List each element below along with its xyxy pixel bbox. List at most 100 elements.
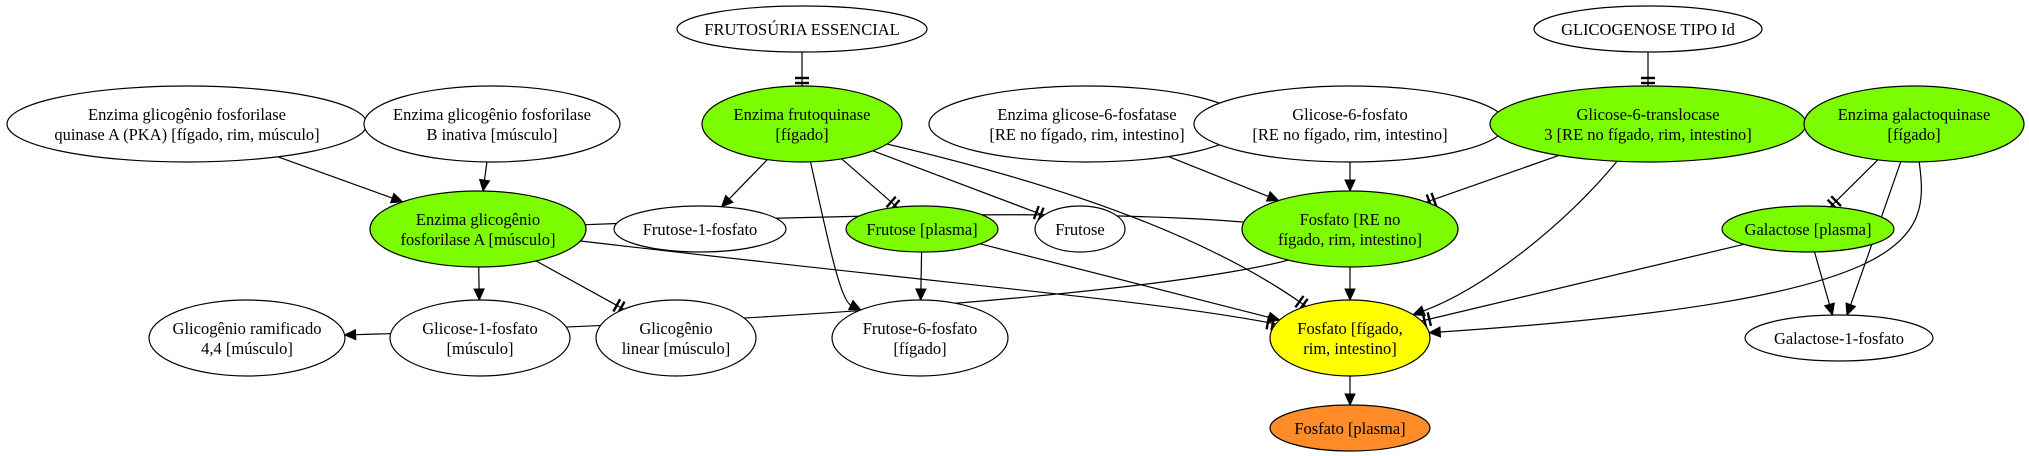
node-frutoquinase-label-0: Enzima frutoquinase — [734, 105, 871, 124]
node-fosfA-shape — [369, 190, 587, 268]
node-pka-label-0: Enzima glicogênio fosforilase — [88, 105, 286, 124]
node-frutoquinase-label-1: [fígado] — [775, 125, 828, 144]
edge-frutosePlasma-to-f6p — [920, 251, 923, 290]
edge-galactoquinase-to-fosfatoFig — [1440, 161, 1923, 333]
node-fosfatoPlasma-shape — [1269, 404, 1431, 452]
edge-fosfA-to-fosfatoFig — [580, 240, 1276, 325]
node-g6fase-label-0: Enzima glicose-6-fosfatase — [997, 105, 1176, 124]
node-fosfatoFig: Fosfato [fígado,rim, intestino] — [1269, 299, 1431, 377]
node-glicLin-shape — [595, 299, 757, 377]
node-glicLin-label-1: linear [músculo] — [622, 339, 731, 358]
node-f6p-label-0: Frutose-6-fosfato — [863, 319, 978, 338]
node-f1p-label-0: Frutose-1-fosfato — [643, 220, 758, 239]
edge-galactosePlasma-to-gal1p — [1813, 251, 1831, 305]
arrowhead-g6t-to-fosfatoFig — [1412, 305, 1426, 317]
node-glicRam-label-1: 4,4 [músculo] — [201, 339, 293, 358]
edge-frutoquinase-to-frutosePlasma — [841, 158, 898, 208]
node-glicLin-label-0: Glicogênio — [639, 319, 712, 338]
arrowhead-pka-to-fosfA — [389, 192, 404, 204]
node-frutosePlasma: Frutose [plasma] — [845, 205, 999, 253]
node-glicRam-shape — [148, 299, 346, 377]
node-fosfatoPlasma: Fosfato [plasma] — [1269, 404, 1431, 452]
node-gal1p: Galactose-1-fosfato — [1744, 314, 1934, 362]
node-frutose-shape — [1034, 205, 1126, 253]
edge-frutoquinase-to-f6p — [809, 161, 852, 306]
edge-frutoquinase-to-f1p — [728, 159, 768, 200]
node-frutosuria-shape — [676, 5, 928, 53]
edge-galactosePlasma-to-fosfatoFig — [1421, 243, 1744, 322]
edge-g6t-to-fosfatoFig — [1423, 160, 1618, 312]
node-galactosePlasma-shape — [1721, 205, 1895, 253]
node-fosfB-label-1: B inativa [músculo] — [426, 125, 557, 144]
edge-frutoquinase-to-fosfatoFig — [886, 143, 1307, 307]
node-g1p-label-1: [músculo] — [447, 339, 514, 358]
node-f1p-shape — [613, 205, 787, 253]
node-fosfatoFig-label-0: Fosfato [fígado, — [1297, 319, 1402, 338]
node-frutoquinase: Enzima frutoquinase[fígado] — [701, 85, 903, 163]
arrowhead-frutosePlasma-to-fosfatoFig — [1266, 311, 1281, 323]
node-g6t-shape — [1489, 85, 1807, 163]
tee-frutosuria-to-frutoquinase — [795, 76, 809, 85]
node-frutose: Frutose — [1034, 205, 1126, 253]
node-frutosuria-label-0: FRUTOSÚRIA ESSENCIAL — [704, 20, 899, 39]
arrowhead-fosfA-to-glicRam — [343, 328, 357, 341]
node-fosfatoFig-shape — [1269, 299, 1431, 377]
node-fosfatoRE-label-0: Fosfato [RE no — [1300, 210, 1401, 229]
node-g1p-shape — [389, 299, 571, 377]
node-pka-label-1: quinase A (PKA) [fígado, rim, músculo] — [54, 125, 319, 144]
edge-frutosePlasma-to-fosfatoFig — [979, 243, 1269, 318]
arrowhead-fosfA-to-g1p — [473, 288, 485, 302]
node-galactosePlasma-label-0: Galactose [plasma] — [1745, 220, 1872, 239]
node-g6p-label-1: [RE no fígado, rim, intestino] — [1252, 125, 1447, 144]
node-g6p: Glicose-6-fosfato[RE no fígado, rim, int… — [1193, 85, 1507, 163]
edge-fosfA-to-glicLin — [535, 260, 624, 310]
node-pka-shape — [6, 85, 368, 163]
node-fosfatoRE-label-1: fígado, rim, intestino] — [1278, 230, 1422, 249]
edge-g6t-to-fosfatoRE — [1426, 154, 1560, 203]
node-f1p: Frutose-1-fosfato — [613, 205, 787, 253]
node-fosfA-label-0: Enzima glicogênio — [416, 210, 540, 229]
edge-fosfB-to-fosfA — [483, 161, 488, 181]
node-fosfA-label-1: fosforilase A [músculo] — [401, 230, 556, 249]
arrowhead-galactoquinase-to-fosfatoFig — [1427, 326, 1442, 338]
arrowhead-frutoquinase-to-f1p — [720, 194, 734, 208]
node-glicRam-label-0: Glicogênio ramificado — [173, 319, 322, 338]
node-glicogenose-label-0: GLICOGENOSE TIPO Id — [1561, 20, 1736, 39]
node-g1p-label-0: Glicose-1-fosfato — [422, 319, 537, 338]
node-galactoquinase: Enzima galactoquinase[fígado] — [1803, 85, 2025, 163]
arrowhead-galactosePlasma-to-gal1p — [1823, 302, 1835, 317]
arrowhead-fosfB-to-fosfA — [478, 178, 491, 193]
node-frutose-label-0: Frutose — [1055, 220, 1105, 239]
node-fosfB-shape — [363, 85, 621, 163]
node-gal1p-label-0: Galactose-1-fosfato — [1774, 329, 1904, 348]
arrowhead-frutosePlasma-to-f6p — [915, 288, 927, 302]
node-g6fase: Enzima glicose-6-fosfatase[RE no fígado,… — [928, 85, 1246, 163]
arrowhead-g6p-to-fosfatoRE — [1344, 179, 1356, 193]
node-galactoquinase-shape — [1803, 85, 2025, 163]
arrowhead-galactoquinase-to-gal1p — [1845, 302, 1857, 317]
node-g6p-label-0: Glicose-6-fosfato — [1292, 105, 1407, 124]
node-g6p-shape — [1193, 85, 1507, 163]
node-gal1p-shape — [1744, 314, 1934, 362]
node-fosfatoRE-shape — [1241, 190, 1459, 268]
node-g6fase-label-1: [RE no fígado, rim, intestino] — [989, 125, 1184, 144]
arrowhead-g6fase-to-fosfatoRE — [1265, 190, 1280, 202]
node-g6t-label-0: Glicose-6-translocase — [1577, 105, 1720, 124]
edge-g6fase-to-fosfatoRE — [1168, 156, 1269, 197]
arrowhead-fosfatoFig-to-fosfatoPlasma — [1344, 393, 1356, 407]
arrowhead-fosfatoRE-to-fosfatoFig — [1344, 288, 1356, 302]
node-f6p: Frutose-6-fosfato[fígado] — [831, 299, 1009, 377]
node-frutosuria: FRUTOSÚRIA ESSENCIAL — [676, 5, 928, 53]
node-frutoquinase-shape — [701, 85, 903, 163]
node-glicogenose: GLICOGENOSE TIPO Id — [1533, 5, 1763, 53]
node-f6p-shape — [831, 299, 1009, 377]
node-fosfatoPlasma-label-0: Fosfato [plasma] — [1294, 419, 1405, 438]
edge-frutoquinase-to-frutose — [872, 150, 1045, 216]
node-galactosePlasma: Galactose [plasma] — [1721, 205, 1895, 253]
